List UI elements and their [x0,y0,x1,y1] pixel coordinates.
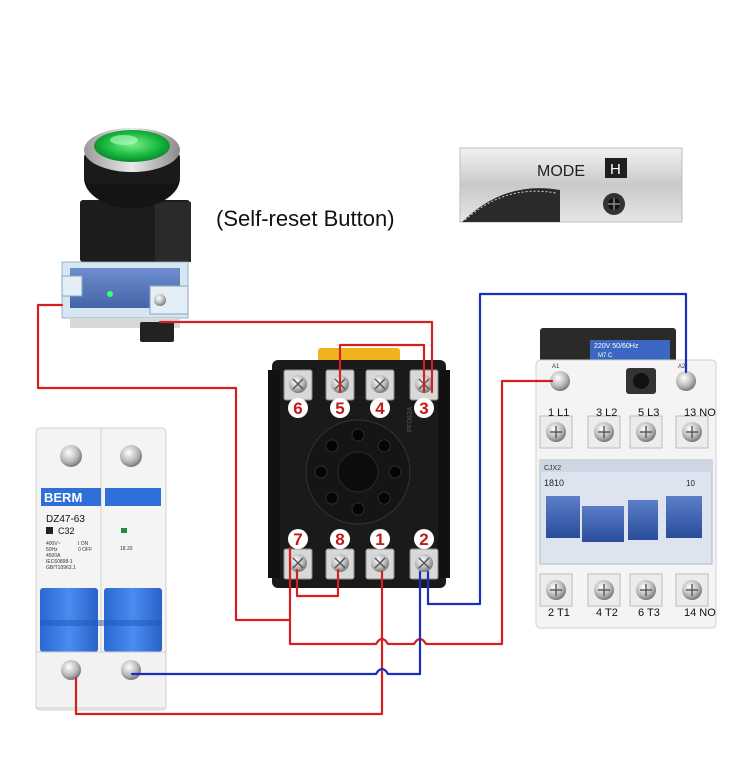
breaker-top-screw-icon [120,445,142,467]
red-wire-socket7-to-socket8 [295,568,340,598]
contactor-model-line: CJX2 [544,465,561,472]
breaker-brand: BERM [44,490,82,505]
socket-bottom-terminal-number-badge [288,529,308,549]
breaker-spec-line: 4500A [46,553,61,559]
red-wire-socket1-to-breaker [74,570,384,716]
contactor-a1-label: A1 [552,364,560,370]
socket-bottom-terminal-1: 1 [375,530,384,549]
contactor-top-terminal-label: 13 NO [684,407,716,419]
contactor-top-terminal-label: 1 L1 [548,407,569,419]
breaker-spec-line: IEC60898-1 [46,559,73,565]
socket-top-terminal-6: 6 [293,399,302,418]
socket-pin-hole [351,502,365,516]
breaker-on-label: I ON [78,541,89,547]
contactor-coil-sub: M7 C [598,353,613,359]
socket-top-terminal-number-badge [330,398,350,418]
mode-panel: MODE H [459,147,683,223]
socket-top-terminal-3: 3 [419,399,428,418]
breaker-small-marks: 18.33 [120,546,133,552]
contactor-model-num: 1810 [544,478,564,488]
red-wire-to-contactor-a1 [288,379,554,646]
socket-pin-hole [388,465,402,479]
breaker-spec-line: GB/T10963.1 [46,565,76,571]
socket-top-terminal-number-badge [288,398,308,418]
socket-pin-hole [325,439,339,453]
caption: (Self-reset Button) [216,206,395,231]
contactor-top-terminal-label: 5 L3 [638,407,659,419]
socket-bottom-terminal-number-badge [370,529,390,549]
contactor-bottom-terminal-label: 2 T1 [548,607,570,619]
contactor-top-terminal-label: 3 L2 [596,407,617,419]
mode-value: H [610,161,621,178]
socket-bottom-terminal-7: 7 [293,530,302,549]
socket-pin-hole [325,491,339,505]
socket-top-terminal-number-badge [414,398,434,418]
contactor-aux-num: 10 [686,479,695,488]
contactor-coil-label: 220V 50/60Hz [594,343,639,350]
breaker-rating: C32 [58,526,75,536]
socket-pin-hole [351,428,365,442]
contactor-bottom-terminal-label: 14 NO [684,607,716,619]
circuit-breaker: BERM DZ47-63 C32 400V~50Hz4500AIEC60898-… [35,427,167,711]
socket-top-terminal-4: 4 [375,399,385,418]
contactor-a2-screw-icon [676,371,696,391]
green-button-cap-icon[interactable] [94,130,170,162]
socket-bottom-terminal-8: 8 [335,530,344,549]
breaker-bottom-screw-icon [121,660,141,680]
socket-bottom-terminal-number-badge [414,529,434,549]
contactor-bottom-terminal-label: 4 T2 [596,607,618,619]
socket-pin-hole [314,465,328,479]
breaker-bottom-screw-icon [61,660,81,680]
socket-side-text: PF083A [407,406,414,432]
contactor-a2-label: A2 [678,364,686,370]
contactor: 220V 50/60Hz M7 C A1 A2 1 L1 3 L2 5 L3 13 N… [535,328,717,629]
breaker-off-label: 0 OFF [78,547,92,553]
socket-top-terminal-5: 5 [335,399,344,418]
breaker-spec-line: 400V~ [46,541,61,547]
blue-wire-socket2-to-contactor-a2 [426,292,688,606]
mode-label: MODE [537,163,585,180]
mode-value-box [605,158,627,178]
wires [36,292,688,716]
breaker-spec-line: 50Hz [46,547,58,553]
socket-pin-hole [377,491,391,505]
contactor-a1-screw-icon [550,371,570,391]
socket-top-terminal-number-badge [370,398,390,418]
blue-wire-breaker-to-socket2 [130,570,422,676]
contactor-bottom-terminal-label: 6 T3 [638,607,660,619]
red-wire-socket5-to-socket3 [338,343,426,394]
breaker-top-screw-icon [60,445,82,467]
socket-bottom-terminal-2: 2 [419,530,428,549]
self-reset-button[interactable] [61,128,191,342]
relay-socket: PF083A 6 5 4 3 7 8 1 2 [268,348,450,588]
breaker-brand-band [41,488,101,506]
breaker-model: DZ47-63 [46,514,85,525]
red-wire-button-to-socket3 [158,320,434,394]
socket-bottom-terminal-number-badge [330,529,350,549]
socket-pin-hole [377,439,391,453]
